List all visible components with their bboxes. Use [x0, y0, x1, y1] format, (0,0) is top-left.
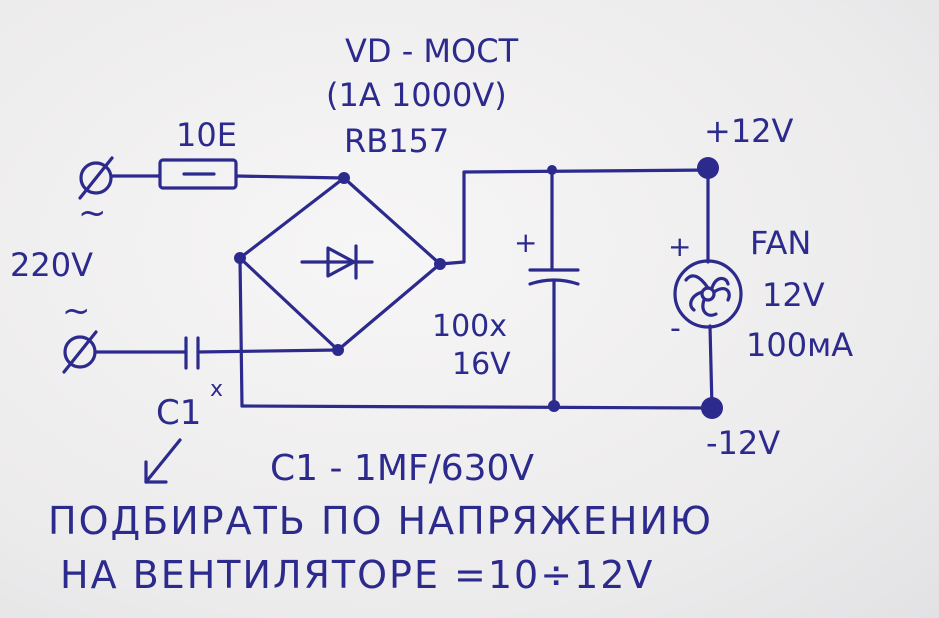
fan-minus-mark: -: [670, 311, 681, 346]
top-rail: [438, 168, 714, 266]
fan-name-label: FAN: [750, 224, 811, 262]
capacitor-c1-spec: C1 - 1MF/630V: [270, 448, 534, 489]
note-arrow-icon: [144, 438, 182, 484]
capacitor-c1-symbol: [94, 336, 340, 370]
output-plus-label: +12V: [704, 112, 794, 150]
note-line2: НА ВЕНТИЛЯТОРЕ =10÷12V: [60, 553, 654, 597]
fan-branch: [697, 157, 723, 419]
input-terminal-top: [78, 156, 114, 200]
filter-cap-voltage: 16V: [452, 347, 511, 382]
bridge-label-line3: RB157: [344, 122, 449, 160]
fan-icon: [673, 259, 743, 329]
note-line1: ПОДБИРАТЬ ПО НАПРЯЖЕНИЮ: [48, 499, 713, 543]
filter-cap-plus: +: [514, 226, 537, 259]
fuse-symbol: [110, 158, 346, 190]
input-voltage-label: 220V: [10, 246, 93, 284]
diode-icon: [300, 244, 374, 280]
bottom-rail: [240, 404, 714, 410]
diode-bridge: [234, 172, 446, 356]
bridge-negative-wire: [238, 256, 244, 408]
filter-cap-value: 100x: [432, 309, 507, 344]
output-minus-label: -12V: [706, 424, 780, 462]
fan-current-label: 100мА: [746, 326, 853, 364]
input-tilde-top: ~: [78, 193, 107, 233]
bridge-label-line1: VD - MOCT: [345, 32, 519, 70]
input-tilde-bottom: ~: [62, 291, 91, 331]
capacitor-c1-mark: x: [210, 377, 223, 402]
input-terminal-bottom: [62, 330, 98, 374]
fan-voltage-label: 12V: [762, 276, 825, 314]
filter-capacitor-symbol: [528, 165, 580, 412]
bridge-label-line2: (1A 1000V): [326, 76, 507, 114]
fuse-label: 10E: [176, 116, 237, 154]
fan-plus-mark: +: [668, 230, 691, 263]
capacitor-c1-label: C1: [156, 393, 201, 433]
